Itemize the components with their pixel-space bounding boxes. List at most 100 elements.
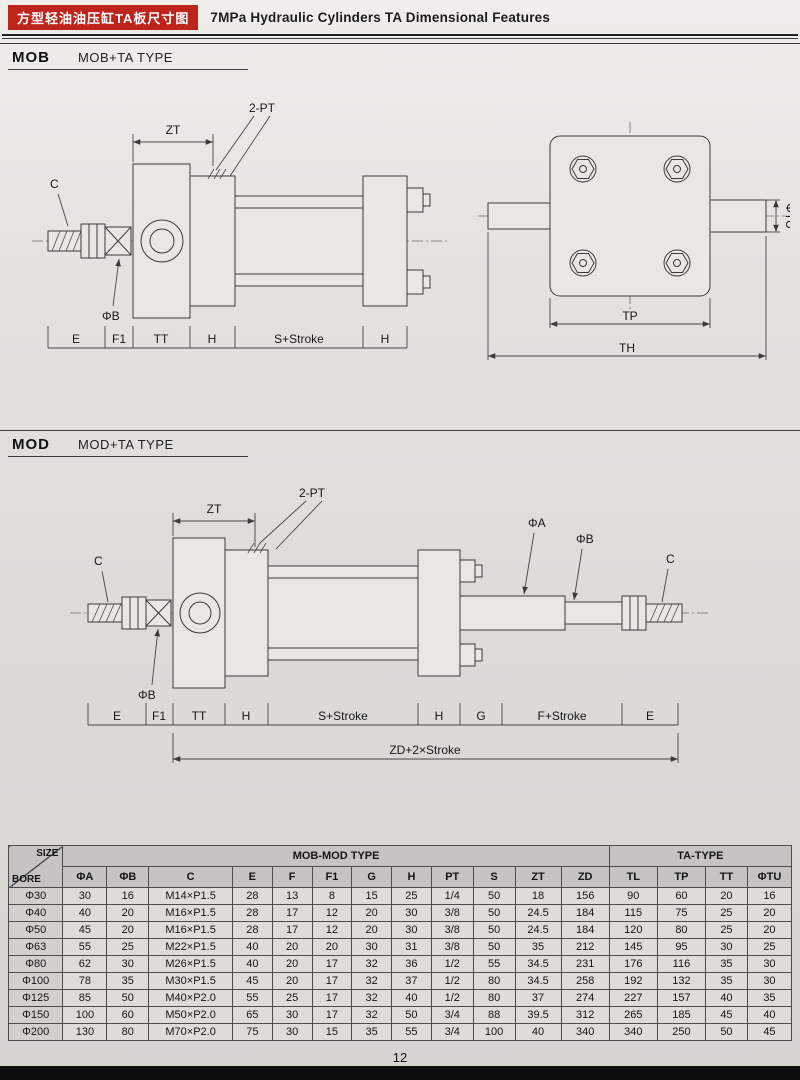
c-right-label: C xyxy=(666,552,675,566)
mod-section: MOD MOD+TA TYPE xyxy=(0,430,800,833)
dim-cell: 30 xyxy=(746,972,793,990)
dim-cell: 78 xyxy=(62,972,108,990)
phi-tu-label: ΦTU xyxy=(783,203,790,229)
c-callout: C xyxy=(50,177,69,227)
group-mob-mod-header: MOB-MOD TYPE xyxy=(62,845,610,867)
pt-label: 2-PT xyxy=(249,101,276,115)
dim-cell: 17 xyxy=(311,972,353,990)
column-header: H xyxy=(391,866,432,888)
dim-cell: 32 xyxy=(351,989,393,1007)
dim-cell: 116 xyxy=(656,955,707,973)
size-cell: Φ40 xyxy=(7,904,64,922)
pt-label: 2-PT xyxy=(299,486,326,500)
dim-cell: 12 xyxy=(311,904,353,922)
dim-cell: 17 xyxy=(311,1006,353,1024)
header-divider xyxy=(2,34,798,39)
dim-tt: TT xyxy=(154,332,169,346)
dim-cell: 80 xyxy=(656,921,707,939)
dim-cell: 39.5 xyxy=(514,1006,562,1024)
dim-cell: M14×P1.5 xyxy=(148,887,233,905)
dim-e2: E xyxy=(646,709,654,723)
size-cell: Φ50 xyxy=(7,921,64,939)
dim-cell: 37 xyxy=(391,972,432,990)
dim-tt: TT xyxy=(192,709,207,723)
dim-cell: 45 xyxy=(746,1023,793,1041)
dim-cell: 34.5 xyxy=(514,972,562,990)
dim-cell: 18 xyxy=(514,887,562,905)
port-callout: 2-PT xyxy=(259,486,326,550)
dim-cell: 231 xyxy=(560,955,610,973)
dim-cell: 32 xyxy=(351,1006,393,1024)
dim-cell: 45 xyxy=(705,1006,748,1024)
dim-cell: 32 xyxy=(351,955,393,973)
dim-cell: 20 xyxy=(106,921,150,939)
zt-dimension: ZT xyxy=(172,502,256,547)
column-header: E xyxy=(231,866,273,888)
column-header: TL xyxy=(608,866,658,888)
dim-cell: 35 xyxy=(705,955,748,973)
dim-cell: 20 xyxy=(746,921,793,939)
dim-cell: 184 xyxy=(560,921,610,939)
mod-section-header: MOD MOD+TA TYPE xyxy=(8,431,248,457)
dim-cell: 60 xyxy=(106,1006,150,1024)
dim-cell: 31 xyxy=(391,938,432,956)
scan-edge-bar xyxy=(0,1066,800,1080)
size-cell: Φ30 xyxy=(7,887,64,905)
dim-cell: 25 xyxy=(271,989,313,1007)
rod-section-symbol xyxy=(145,599,172,627)
dim-cell: 20 xyxy=(746,904,793,922)
dim-cell: 40 xyxy=(231,955,273,973)
column-header: G xyxy=(351,866,393,888)
dim-cell: 185 xyxy=(656,1006,707,1024)
mod-side-view: ZT 2-PT C ΦB xyxy=(70,486,710,763)
zt-label: ZT xyxy=(207,502,222,516)
c-label: C xyxy=(50,177,59,191)
dim-cell: 1/4 xyxy=(430,887,474,905)
dim-stroke: S+Stroke xyxy=(318,709,368,723)
dim-cell: 80 xyxy=(472,972,516,990)
dim-cell: 20 xyxy=(705,887,748,905)
th-label: TH xyxy=(619,341,635,355)
mob-section-header: MOB MOB+TA TYPE xyxy=(8,44,248,70)
dim-cell: 1/2 xyxy=(430,989,474,1007)
dim-cell: 30 xyxy=(62,887,108,905)
column-header: ΦTU xyxy=(746,866,793,888)
dim-cell: 115 xyxy=(608,904,658,922)
mod-code: MOD xyxy=(12,436,50,453)
dim-cell: 156 xyxy=(560,887,610,905)
dim-cell: 3/4 xyxy=(430,1006,474,1024)
dim-cell: 30 xyxy=(391,921,432,939)
dim-cell: 30 xyxy=(271,1006,313,1024)
dim-stroke: S+Stroke xyxy=(274,332,324,346)
dim-cell: M16×P1.5 xyxy=(148,921,233,939)
dim-cell: 192 xyxy=(608,972,658,990)
column-header: ZD xyxy=(560,866,610,888)
dim-cell: 17 xyxy=(271,904,313,922)
dim-cell: M26×P1.5 xyxy=(148,955,233,973)
dim-cell: 55 xyxy=(472,955,516,973)
dim-h2: H xyxy=(381,332,390,346)
dim-cell: 28 xyxy=(231,904,273,922)
dim-cell: 75 xyxy=(231,1023,273,1041)
dim-cell: 25 xyxy=(391,887,432,905)
th-dimension: TH xyxy=(487,232,767,360)
mob-dimension-ruler: E F1 TT H S+Stroke H xyxy=(47,326,408,349)
dim-cell: 16 xyxy=(106,887,150,905)
dim-cell: 145 xyxy=(608,938,658,956)
dim-cell: 12 xyxy=(311,921,353,939)
rear-head xyxy=(362,175,408,307)
c-right-callout: C xyxy=(661,552,675,603)
dim-cell: 1/2 xyxy=(430,972,474,990)
dim-h1: H xyxy=(242,709,251,723)
size-cell: Φ200 xyxy=(7,1023,64,1041)
title-cn-badge: 方型轻油油压缸TA板尺寸图 xyxy=(8,5,199,30)
dim-cell: 40 xyxy=(514,1023,562,1041)
dim-cell: 17 xyxy=(311,955,353,973)
dim-cell: M70×P2.0 xyxy=(148,1023,233,1041)
dim-cell: 30 xyxy=(746,955,793,973)
dim-cell: 35 xyxy=(705,972,748,990)
port-hatch xyxy=(207,168,227,180)
dim-cell: 65 xyxy=(231,1006,273,1024)
